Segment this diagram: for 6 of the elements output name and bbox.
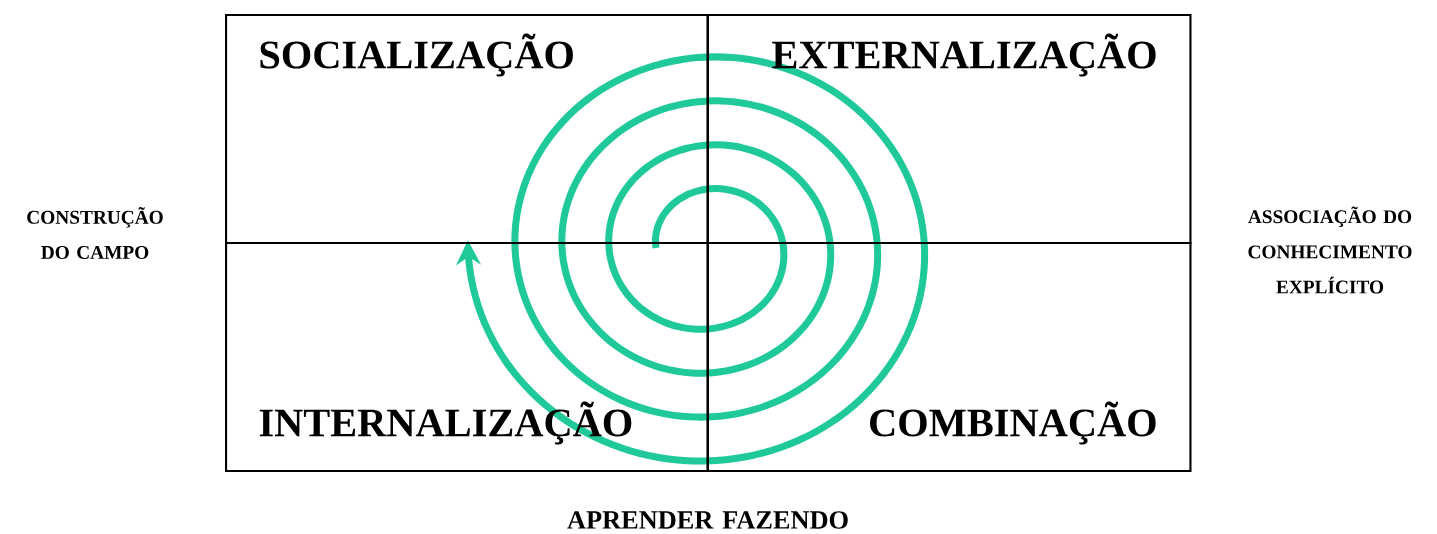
axis-label: CONSTRUÇÃO DO CAMPO	[27, 207, 163, 259]
axis-label: ASSOCIAÇÃO DO CONHECIMENTO EXPLÍCITO	[1248, 206, 1412, 294]
axis-label: APRENDER FAZENDO	[567, 511, 848, 529]
quadrant-box: COMBINAÇÃO	[706, 241, 1192, 473]
quadrant-box: SOCIALIZAÇÃO	[225, 13, 709, 245]
quadrant-box: EXTERNALIZAÇÃO	[706, 13, 1192, 245]
